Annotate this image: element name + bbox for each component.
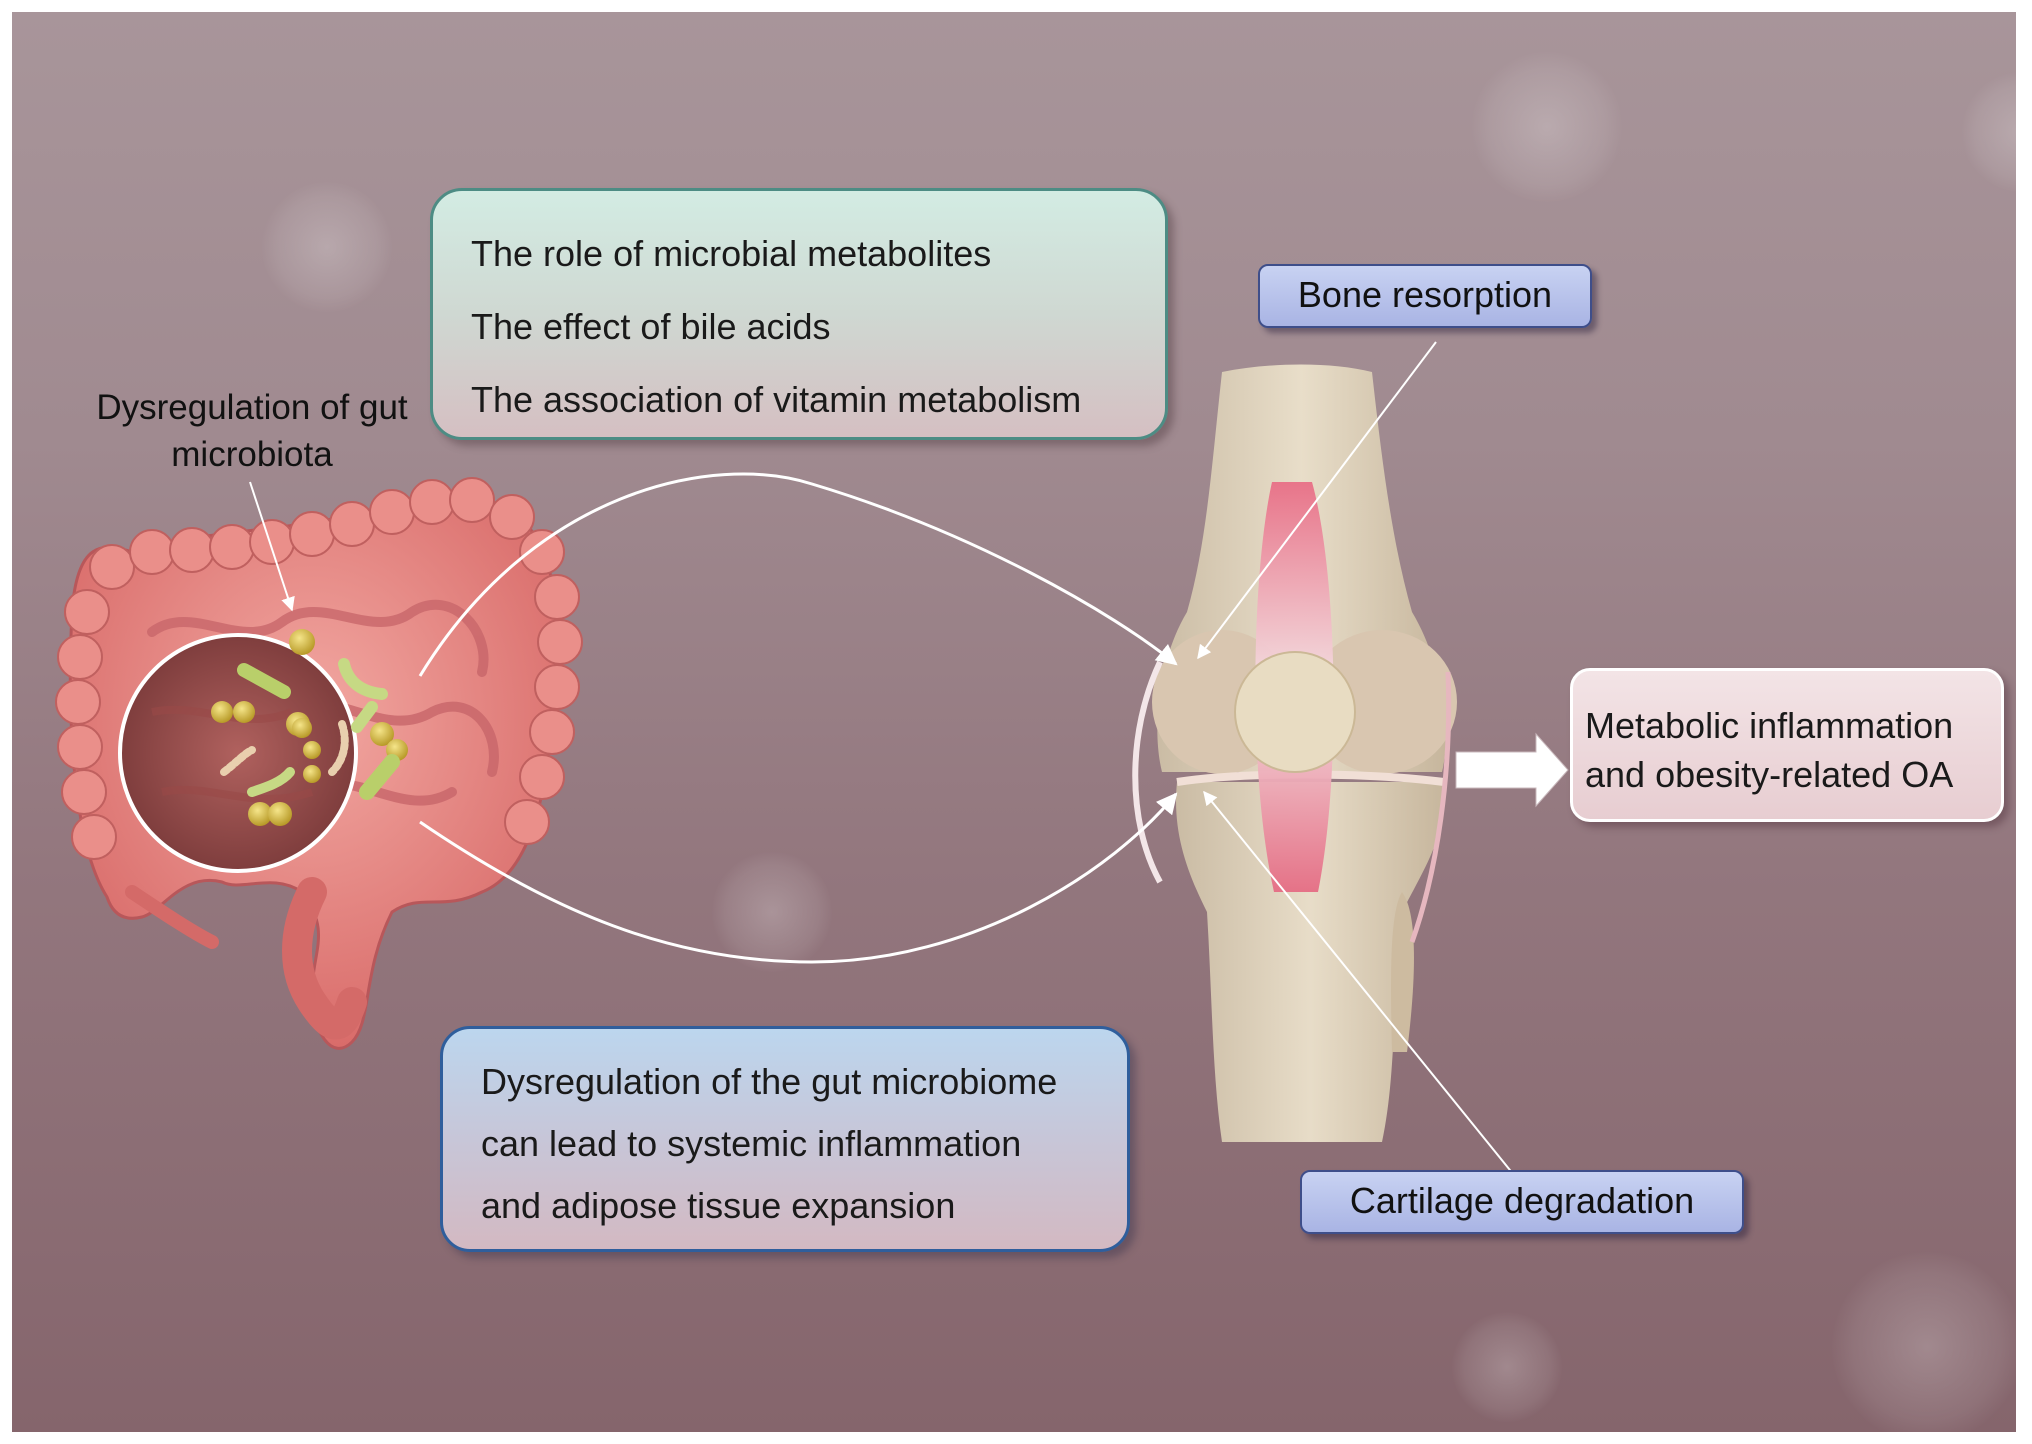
knee-illustration bbox=[1135, 365, 1457, 1143]
outcome-box: Metabolic inflammation and obesity-relat… bbox=[1570, 668, 2004, 822]
mechanism-item: The association of vitamin metabolism bbox=[471, 363, 1165, 436]
effects-box: Dysregulation of the gut microbiome can … bbox=[440, 1026, 1130, 1252]
outcome-line: and obesity-related OA bbox=[1585, 750, 2001, 799]
gut-microbiota-label: Dysregulation of gut microbiota bbox=[62, 384, 442, 478]
effects-line: and adipose tissue expansion bbox=[481, 1175, 1127, 1237]
outcome-arrow bbox=[1456, 734, 1568, 806]
gut-label-line: microbiota bbox=[62, 431, 442, 478]
mechanism-item: The role of microbial metabolites bbox=[471, 217, 1165, 290]
outcome-line: Metabolic inflammation bbox=[1585, 701, 2001, 750]
bone-resorption-label: Bone resorption bbox=[1258, 264, 1592, 328]
effects-line: can lead to systemic inflammation bbox=[481, 1113, 1127, 1175]
effects-line: Dysregulation of the gut microbiome bbox=[481, 1051, 1127, 1113]
cartilage-degradation-label: Cartilage degradation bbox=[1300, 1170, 1744, 1234]
mechanisms-box: The role of microbial metabolites The ef… bbox=[430, 188, 1168, 440]
figure-canvas: Dysregulation of gut microbiota The role… bbox=[12, 12, 2016, 1432]
gut-label-line: Dysregulation of gut bbox=[62, 384, 442, 431]
mechanism-item: The effect of bile acids bbox=[471, 290, 1165, 363]
